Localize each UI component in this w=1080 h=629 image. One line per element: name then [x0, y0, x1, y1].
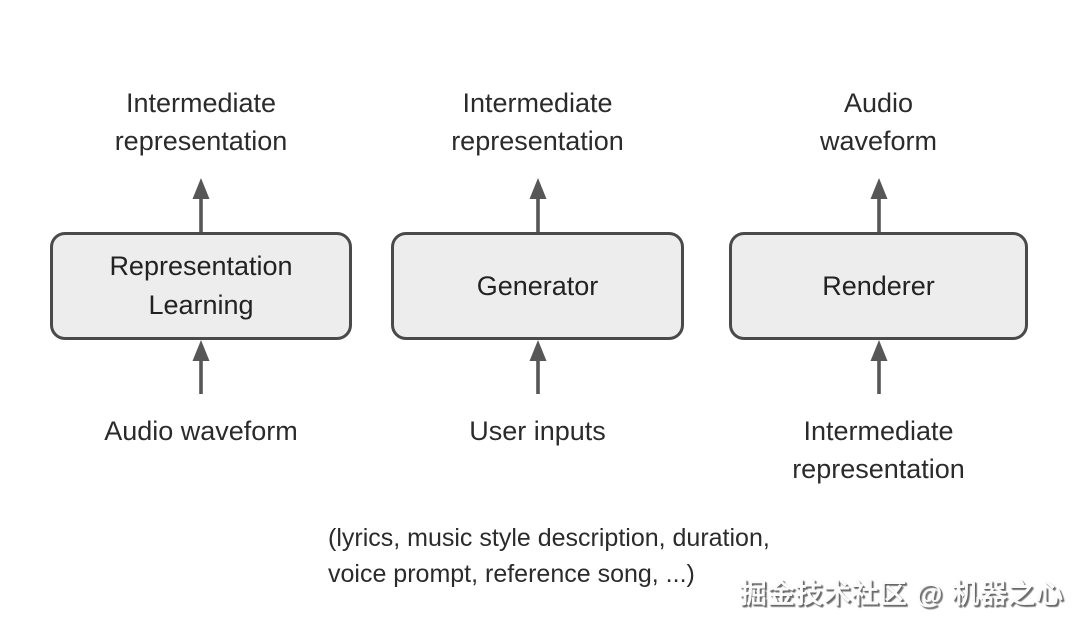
up-arrow-icon — [870, 178, 887, 232]
stage-box-label: Generator — [476, 270, 599, 301]
input-label: Audio waveform — [104, 416, 298, 446]
up-arrow-icon — [192, 178, 210, 232]
stage-box-generator: Generator — [391, 232, 684, 340]
user-inputs-note: (lyrics, music style description, durati… — [328, 524, 770, 588]
watermark: 掘金技术社区 @ 机器之心 — [739, 579, 1064, 609]
up-arrow-icon — [529, 340, 546, 394]
stage-box-label: Representation Learning — [109, 251, 293, 320]
up-arrow-icon — [870, 340, 887, 394]
output-label: Intermediate representation — [451, 88, 624, 156]
stage-box-representation-learning: Representation Learning — [50, 232, 352, 340]
output-label: Intermediate representation — [114, 88, 288, 156]
stage-column-representation-learning: Intermediate representation Representati… — [50, 84, 352, 450]
stage-column-renderer: Audio waveform Renderer Intermediate rep… — [729, 84, 1028, 488]
up-arrow-icon — [529, 178, 546, 232]
input-label: Intermediate representation — [792, 416, 965, 484]
stage-column-generator: Intermediate representation Generator Us… — [391, 84, 684, 450]
up-arrow-icon — [192, 340, 210, 394]
stage-box-renderer: Renderer — [729, 232, 1028, 340]
stage-box-label: Renderer — [822, 270, 935, 301]
input-label: User inputs — [469, 416, 606, 446]
output-label: Audio waveform — [819, 88, 938, 156]
